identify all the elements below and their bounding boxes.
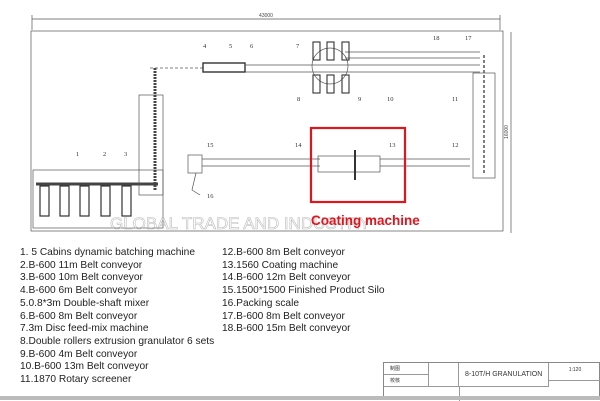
title-divider: [459, 387, 460, 401]
callout-12: 12: [452, 142, 459, 149]
coating-machine-highlight: [309, 126, 407, 204]
checked-by-label: 校核: [384, 375, 429, 387]
legend-item: 13.1560 Coating machine: [222, 259, 339, 271]
callout-16: 16: [207, 193, 214, 200]
legend-item: 10.B-600 13m Belt conveyor: [20, 361, 149, 373]
callout-2: 2: [103, 151, 106, 158]
legend-item: 14.B-600 12m Belt conveyor: [222, 272, 351, 284]
callout-10: 10: [387, 96, 394, 103]
legend-item: 16.Packing scale: [222, 297, 300, 309]
drawing-frame: [30, 30, 504, 232]
double-shaft-mixer: [202, 62, 246, 73]
callout-11: 11: [452, 96, 458, 103]
callout-5: 5: [229, 43, 232, 50]
packing-scale: [191, 172, 201, 196]
callout-15: 15: [207, 142, 214, 149]
finished-product-silo: [187, 154, 203, 174]
legend-right: 12.B-600 8m Belt conveyor 13.1560 Coatin…: [222, 247, 385, 336]
legend-item: 9.B-600 4m Belt conveyor: [20, 348, 138, 360]
legend-item: 2.B-600 11m Belt conveyor: [20, 259, 143, 271]
callout-7: 7: [296, 43, 300, 50]
callout-18: 18: [433, 35, 440, 42]
watermark: GLOBAL TRADE AND INDUSTRY: [110, 214, 370, 233]
legend-item: 15.1500*1500 Finished Product Silo: [222, 285, 385, 297]
batching-machine: [32, 169, 164, 229]
legend-item: 12.B-600 8m Belt conveyor: [222, 247, 345, 258]
height-dimension: 16000: [504, 125, 510, 139]
plant-layout-drawing: GLOBAL TRADE AND INDUSTRY 43000 16000 1 …: [30, 13, 512, 233]
legend-item: 8.Double rollers extrusion granulator 6 …: [20, 335, 215, 347]
callout-13: 13: [389, 142, 396, 149]
coating-machine: [317, 155, 381, 173]
callout-17: 17: [465, 35, 472, 42]
legend-item: 3.B-600 10m Belt conveyor: [20, 272, 143, 284]
callout-8: 8: [297, 96, 300, 103]
drawn-by-label: 制图: [384, 363, 429, 375]
legend-item: 7.3m Disc feed-mix machine: [20, 323, 149, 335]
coating-machine-label: Coating machine: [311, 213, 420, 228]
legend-item: 5.0.8*3m Double-shaft mixer: [20, 297, 150, 309]
callout-9: 9: [358, 96, 361, 103]
legend-left: 1. 5 Cabins dynamic batching machine 2.B…: [20, 247, 214, 387]
legend-item: 1. 5 Cabins dynamic batching machine: [20, 247, 195, 258]
bottom-border: [0, 396, 600, 400]
title-cell: [429, 363, 459, 387]
legend-item: 11.1870 Rotary screener: [20, 374, 132, 386]
legend-item: 17.B-600 8m Belt conveyor: [222, 310, 345, 322]
title-block: 制图 校核 8-10T/H GRANULATION 1:120: [383, 362, 600, 401]
callout-6: 6: [250, 43, 254, 50]
legend-item: 6.B-600 8m Belt conveyor: [20, 310, 138, 322]
drawing-title: 8-10T/H GRANULATION: [459, 363, 549, 387]
drawing-scale: 1:120: [549, 363, 600, 381]
legend-item: 4.B-600 6m Belt conveyor: [20, 285, 138, 297]
granulators: [312, 41, 350, 94]
callout-3: 3: [124, 151, 127, 158]
callout-14: 14: [295, 142, 302, 149]
width-dimension: 43000: [259, 13, 273, 19]
legend-item: 18.B-600 15m Belt conveyor: [222, 323, 351, 335]
disc-feed-mix-machine: [311, 47, 349, 85]
callout-1: 1: [76, 151, 79, 158]
ladder-structure: [138, 94, 164, 196]
callout-4: 4: [203, 43, 207, 50]
